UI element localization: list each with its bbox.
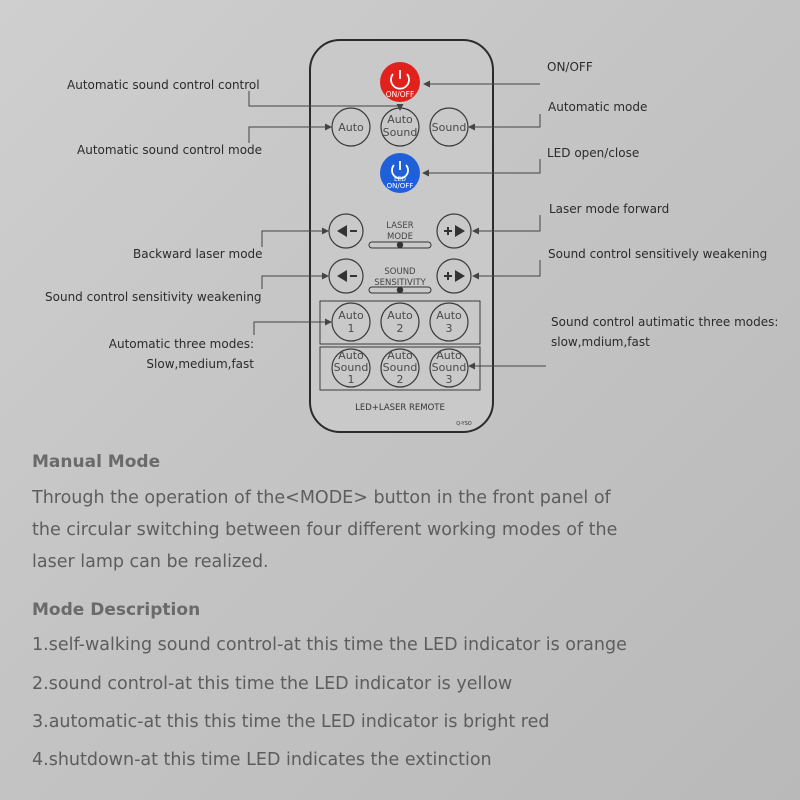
leader-sensitivity-left — [261, 272, 329, 289]
auto2-label-b: 2 — [397, 322, 404, 335]
auto1-label-b: 1 — [348, 322, 355, 335]
leader-auto-sound-control — [248, 91, 404, 111]
laser-mode-panel: LASER MODE — [368, 221, 432, 249]
callout-sound-sens-weakening-left: Sound control sensitivity weakening — [45, 290, 262, 304]
leader-led-open-close — [422, 159, 541, 177]
auto-1-button[interactable]: Auto 1 — [331, 302, 371, 342]
mode-item-4: 4.shutdown-at this time LED indicates th… — [32, 750, 492, 770]
mode-description-heading: Mode Description — [32, 600, 201, 620]
callout-on-off: ON/OFF — [547, 60, 593, 74]
leader-laser-forward — [472, 215, 541, 235]
arrow-left-icon — [337, 270, 347, 282]
leader-auto-three — [253, 318, 332, 335]
callout-sound-sens-weakening-right: Sound control sensitively weakening — [548, 247, 767, 261]
leader-laser-backward — [261, 227, 329, 247]
arrow-right-icon — [455, 270, 465, 282]
as3-label-c: 3 — [446, 373, 453, 386]
auto2-label-a: Auto — [387, 309, 413, 322]
callout-automatic-mode: Automatic mode — [548, 100, 647, 114]
as1-label-a: Auto — [338, 349, 364, 362]
leader-sensitivity-right — [472, 260, 541, 280]
mode-description-section: Mode Description 1.self-walking sound co… — [32, 600, 772, 790]
manual-mode-line-3: laser lamp can be realized. — [32, 552, 269, 572]
sound-sens-label-2: SENSITIVITY — [374, 278, 426, 288]
manual-mode-line-1: Through the operation of the<MODE> butto… — [32, 488, 611, 508]
manual-mode-section: Manual Mode Through the operation of the… — [32, 452, 772, 578]
laser-mode-forward-button[interactable] — [436, 213, 472, 249]
auto-sound-3-button[interactable]: Auto Sound 3 — [429, 348, 469, 388]
remote-model: Q-YSO — [456, 421, 472, 427]
auto-sound-1-button[interactable]: Auto Sound 1 — [331, 348, 371, 388]
sensitivity-up-button[interactable] — [436, 258, 472, 294]
manual-mode-line-2: the circular switching between four diff… — [32, 520, 618, 540]
auto1-label-a: Auto — [338, 309, 364, 322]
as1-label-c: 1 — [348, 373, 355, 386]
as1-label-b: Sound — [334, 361, 369, 374]
sound-sens-label-1: SOUND — [384, 267, 416, 277]
power-icon — [390, 73, 410, 90]
sound-sensitivity-panel: SOUND SENSITIVITY — [368, 267, 432, 294]
as2-label-c: 2 — [397, 373, 404, 386]
callout-sound-auto-three-2: slow,mdium,fast — [551, 335, 650, 349]
laser-mode-label-2: MODE — [387, 232, 413, 242]
laser-mode-back-button[interactable] — [328, 213, 364, 249]
as3-label-b: Sound — [432, 361, 467, 374]
sound-sens-indicator — [396, 286, 404, 294]
led-power-icon — [391, 164, 409, 180]
as3-label-a: Auto — [436, 349, 462, 362]
auto-sound-label-2: Sound — [383, 126, 418, 139]
sound-button[interactable]: Sound — [429, 107, 469, 147]
auto-2-button[interactable]: Auto 2 — [380, 302, 420, 342]
led-power-button[interactable]: LED ON/OFF — [380, 153, 420, 193]
laser-mode-label-1: LASER — [386, 221, 414, 231]
auto3-label-b: 3 — [446, 322, 453, 335]
leader-auto-sound-control-mode — [248, 123, 332, 143]
auto-label: Auto — [338, 121, 364, 134]
laser-mode-indicator — [396, 241, 404, 249]
callout-led-open-close: LED open/close — [547, 146, 639, 160]
callout-auto-sound-control-control: Automatic sound control control — [67, 78, 260, 92]
auto-sound-2-button[interactable]: Auto Sound 2 — [380, 348, 420, 388]
mode-item-2: 2.sound control-at this time the LED ind… — [32, 674, 513, 694]
sensitivity-down-button[interactable] — [328, 258, 364, 294]
auto-sound-button[interactable]: Auto Sound — [380, 107, 420, 147]
mode-item-1: 1.self-walking sound control-at this tim… — [32, 635, 627, 655]
arrow-right-icon — [455, 225, 465, 237]
auto3-label-a: Auto — [436, 309, 462, 322]
power-label: ON/OFF — [386, 90, 415, 99]
led-label-top: LED — [394, 176, 406, 183]
sound-label: Sound — [432, 121, 467, 134]
auto-sound-modes-frame — [319, 346, 481, 391]
callout-laser-mode-forward: Laser mode forward — [549, 202, 669, 216]
callout-auto-three-modes-1: Automatic three modes: — [109, 337, 254, 351]
callout-backward-laser-mode: Backward laser mode — [133, 247, 263, 261]
manual-mode-heading: Manual Mode — [32, 452, 161, 472]
remote-footer: LED+LASER REMOTE — [355, 403, 445, 413]
callout-auto-three-modes-2: Slow,medium,fast — [146, 357, 254, 371]
leader-automatic-mode — [468, 114, 541, 131]
callout-auto-sound-control-mode: Automatic sound control mode — [77, 143, 262, 157]
as2-label-b: Sound — [383, 361, 418, 374]
auto-button[interactable]: Auto — [331, 107, 371, 147]
auto-sound-label-1: Auto — [387, 113, 413, 126]
auto-3-button[interactable]: Auto 3 — [429, 302, 469, 342]
mode-item-3: 3.automatic-at this this time the LED in… — [32, 712, 550, 732]
remote-diagram: ON/OFF Auto Auto Sound Sound LED ON/OFF … — [45, 39, 778, 433]
power-button[interactable]: ON/OFF — [380, 62, 420, 102]
led-label-bottom: ON/OFF — [387, 182, 414, 190]
as2-label-a: Auto — [387, 349, 413, 362]
arrow-left-icon — [337, 225, 347, 237]
callout-sound-auto-three-1: Sound control autimatic three modes: — [551, 315, 778, 329]
